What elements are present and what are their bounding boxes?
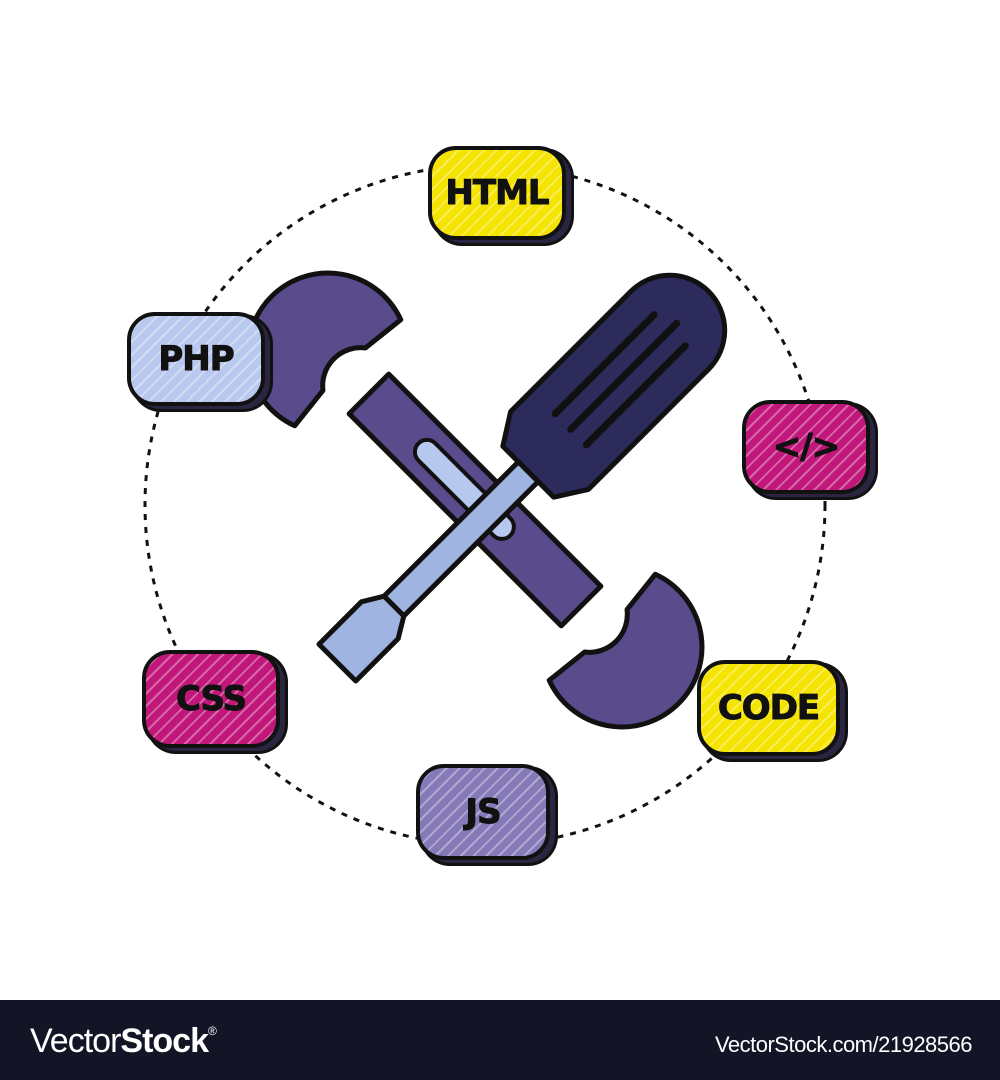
badge-html-label: HTML [445,173,550,214]
badge-php: PHP [127,312,265,406]
dotted-orbit-and-tools [143,163,827,847]
vectorstock-logo: VectorStock® [30,1022,217,1061]
screwdriver-icon [316,272,728,684]
registered-mark: ® [207,1024,217,1038]
image-reference: VectorStock.com/21928566 [714,1032,973,1057]
illustration-canvas: HTML PHP </> CSS CODE JS [127,146,870,860]
badge-css: CSS [142,650,280,748]
badge-code: CODE [697,660,840,756]
brand-light: Vector [30,1022,121,1060]
wrench-icon [245,270,705,730]
badge-js: JS [416,764,550,860]
badge-js-label: JS [465,792,502,833]
brand-bold: Stock [120,1022,209,1060]
badge-html: HTML [428,146,566,240]
code-tag-icon: </> [772,427,840,468]
watermark-footer: VectorStock® VectorStock.com/21928566 [0,1000,1000,1080]
badge-code-label: CODE [717,688,820,729]
badge-css-label: CSS [175,679,247,720]
badge-code-tag: </> [742,400,870,494]
badge-php-label: PHP [158,339,235,380]
